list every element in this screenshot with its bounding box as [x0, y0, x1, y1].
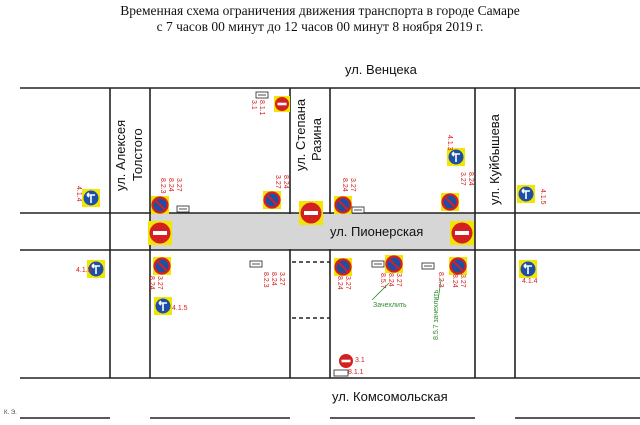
- sign-code-label: 4.1.5: [539, 189, 546, 205]
- sign-code-label: 8.24: [336, 276, 343, 290]
- sign-code-label: 8.24: [387, 273, 394, 287]
- cover-sign-note: Зачехлить: [373, 302, 407, 309]
- sign-code-label: 8.24: [167, 178, 174, 192]
- sign-code-label: 4.1.3: [446, 135, 453, 151]
- sign-code-label: 8.24: [270, 272, 277, 286]
- sign-code-label: 4.1.5: [172, 305, 188, 312]
- street-label-komsomolskaya: ул. Комсомольская: [332, 389, 448, 404]
- sign-code-label: 8.24: [451, 274, 458, 288]
- sign-code-label: 8.1.1: [258, 100, 265, 116]
- sign-code-label: 3.27: [156, 276, 163, 290]
- sign-code-label: 3.27: [344, 276, 351, 290]
- sign-code-label: 3.1: [250, 100, 257, 110]
- sign-code-label: 3.27: [459, 274, 466, 288]
- sign-code-label: 3.27: [175, 178, 182, 192]
- street-label-tolstogo-line2: Толстого: [130, 128, 145, 181]
- sign-code-label: 8.24: [467, 172, 474, 186]
- map-title-line2: с 7 часов 00 минут до 12 часов 00 минут …: [156, 19, 484, 34]
- sign-code-label: 8.2.3: [159, 178, 166, 194]
- sign-code-label: 8.2.3: [262, 272, 269, 288]
- sign-code-label: 8.24: [341, 178, 348, 192]
- sign-code-label: 8.2.3: [437, 272, 444, 288]
- street-label-razina-line1: ул. Степана: [293, 98, 308, 171]
- sign-code-label: 8.24: [282, 175, 289, 189]
- street-label-tolstogo-line1: ул. Алексея: [113, 119, 128, 191]
- sign-code-label: 8.5.7: [379, 273, 386, 289]
- sign-code-label: 3.27: [395, 273, 402, 287]
- sign-code-label: 8.1.1: [348, 369, 364, 376]
- street-label-razina-line2: Разина: [309, 118, 324, 161]
- street-label-kuibysheva: ул. Куйбышева: [487, 114, 502, 205]
- curb-lines: [20, 87, 640, 419]
- cover-sign-note: 8.5.7 зачехлить: [433, 289, 440, 340]
- street-label-pionerskaya: ул. Пионерская: [330, 224, 424, 239]
- sign-code-label: 3.27: [274, 175, 281, 189]
- sign-code-label: 4.1.4: [75, 186, 82, 202]
- sign-code-label: 3.27: [349, 178, 356, 192]
- map-title-line1: Временная схема ограничения движения тра…: [120, 3, 520, 18]
- sign-code-label: 8.24: [148, 276, 155, 290]
- corner-note: К. Э.: [4, 410, 17, 416]
- sign-code-label: 4.1.5: [76, 267, 92, 274]
- barrier-dashes: [292, 261, 330, 319]
- street-label-ventseka: ул. Венцека: [345, 62, 417, 77]
- sign-code-label: 3.27: [459, 172, 466, 186]
- sign-code-label: 3.27: [278, 272, 285, 286]
- sign-code-label: 3.1: [355, 357, 365, 364]
- sign-code-label: 4.1.4: [522, 278, 538, 285]
